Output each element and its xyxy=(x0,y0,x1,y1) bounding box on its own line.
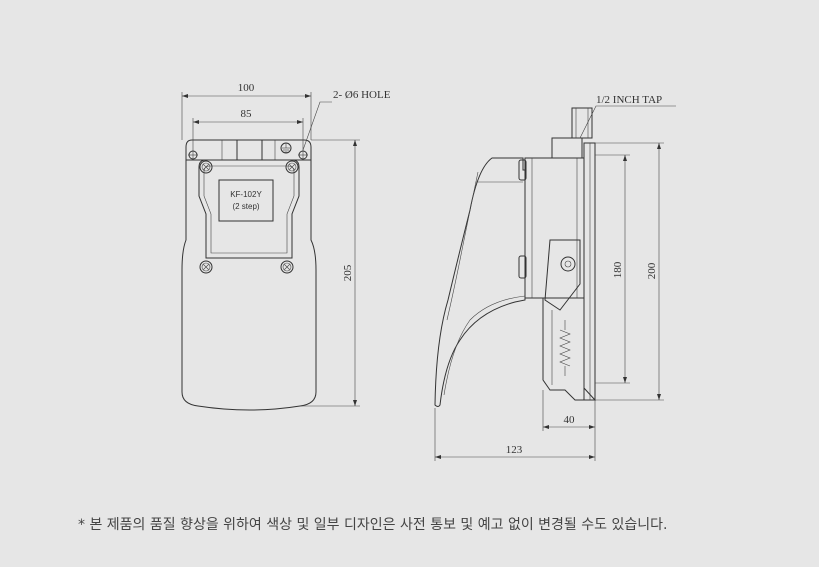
dim-total-height-value: 200 xyxy=(646,262,658,279)
dim-inner-height-value: 180 xyxy=(612,261,624,278)
screw-bottom-right-icon xyxy=(280,260,294,274)
mounting-hole-left xyxy=(188,150,198,160)
front-cover-plate xyxy=(198,159,300,259)
front-view: KF-102Y (2 step) 100 85 2- Ø6 HOLE xyxy=(181,82,391,411)
dim-total-height: 200 xyxy=(595,142,664,401)
dim-height-value: 205 xyxy=(342,264,354,281)
dim-inner-height: 180 xyxy=(595,154,630,384)
tap-fitting xyxy=(551,137,583,159)
step-label: (2 step) xyxy=(232,202,259,211)
model-label-box xyxy=(218,179,274,222)
dim-total-length-value: 123 xyxy=(506,444,523,456)
tap-connector xyxy=(571,107,593,139)
back-plate xyxy=(583,142,596,401)
dim-width: 100 xyxy=(181,82,312,140)
front-body-outline xyxy=(181,139,317,411)
dim-width-value: 100 xyxy=(238,82,255,94)
side-view: 1/2 INCH TAP 180 200 40 xyxy=(434,94,676,461)
dim-base-width-value: 40 xyxy=(564,414,576,426)
base-mechanism xyxy=(542,297,597,401)
upper-roller xyxy=(518,159,527,181)
hole-callout-text: 2- Ø6 HOLE xyxy=(333,89,391,101)
dim-hole-spacing-value: 85 xyxy=(241,108,253,120)
hinge-pin xyxy=(560,256,576,272)
dim-total-length: 123 xyxy=(434,408,596,461)
mounting-hole-right xyxy=(298,150,308,160)
hole-callout: 2- Ø6 HOLE xyxy=(302,89,391,151)
lower-roller xyxy=(518,255,527,279)
screw-top-left-icon xyxy=(199,160,213,174)
model-label: KF-102Y xyxy=(230,190,262,199)
disclaimer-note: * 본 제품의 품질 향상을 위하여 색상 및 일부 디자인은 사전 통보 및 … xyxy=(78,517,668,533)
screw-top-right-icon xyxy=(285,160,299,174)
ground-icon xyxy=(280,142,292,154)
spring xyxy=(559,329,571,367)
pedal-outline xyxy=(434,157,526,407)
tap-callout-text: 1/2 INCH TAP xyxy=(596,94,662,106)
dim-height: 205 xyxy=(300,139,360,407)
side-body xyxy=(524,157,585,299)
screw-bottom-left-icon xyxy=(199,260,213,274)
tap-callout: 1/2 INCH TAP xyxy=(579,94,676,139)
front-top-boss xyxy=(236,139,263,161)
dim-base-width: 40 xyxy=(542,390,596,431)
dim-hole-spacing: 85 xyxy=(192,108,304,150)
